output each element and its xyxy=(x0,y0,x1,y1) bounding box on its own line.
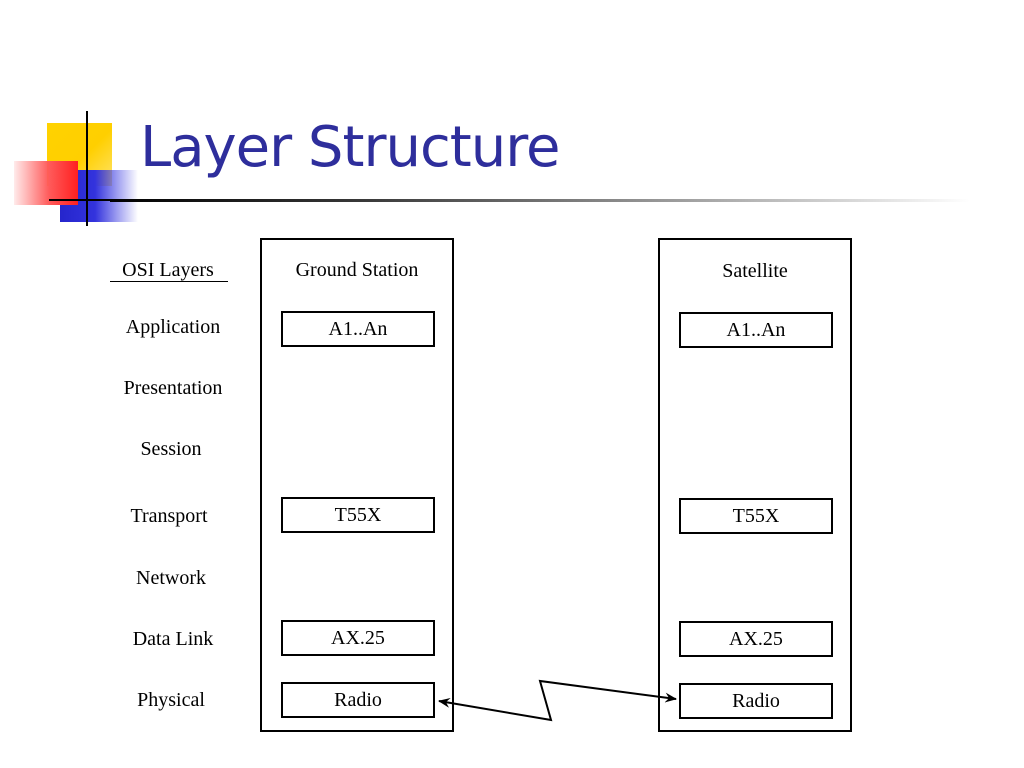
ground-application-box: A1..An xyxy=(281,311,435,347)
osi-layer-transport: Transport xyxy=(130,505,208,527)
slide-title: Layer Structure xyxy=(140,115,560,180)
satellite-title: Satellite xyxy=(722,260,788,282)
satellite-datalink-box: AX.25 xyxy=(679,621,833,657)
osi-layer-presentation: Presentation xyxy=(123,377,223,399)
satellite-application-label: A1..An xyxy=(726,318,786,341)
satellite-panel: Satellite A1..An T55X AX.25 Radio xyxy=(658,238,852,732)
satellite-application-box: A1..An xyxy=(679,312,833,348)
decorative-vertical-line xyxy=(86,111,88,226)
ground-transport-label: T55X xyxy=(334,503,382,526)
ground-datalink-box: AX.25 xyxy=(281,620,435,656)
satellite-transport-label: T55X xyxy=(732,504,780,527)
ground-station-title: Ground Station xyxy=(295,259,419,281)
osi-layer-physical: Physical xyxy=(137,689,205,711)
osi-layers-heading: OSI Layers xyxy=(122,259,214,281)
title-underline-rule xyxy=(110,199,970,202)
ground-application-label: A1..An xyxy=(328,317,388,340)
satellite-physical-box: Radio xyxy=(679,683,833,719)
osi-layer-network: Network xyxy=(136,567,206,589)
radio-link-arrow xyxy=(438,679,677,722)
osi-layer-application: Application xyxy=(125,316,221,338)
satellite-transport-box: T55X xyxy=(679,498,833,534)
satellite-datalink-label: AX.25 xyxy=(729,627,783,650)
decorative-red-square xyxy=(14,161,78,205)
ground-station-panel: Ground Station A1..An T55X AX.25 Radio xyxy=(260,238,454,732)
satellite-physical-label: Radio xyxy=(732,689,780,712)
osi-layer-data-link: Data Link xyxy=(132,628,214,650)
osi-layer-session: Session xyxy=(140,438,202,460)
ground-physical-box: Radio xyxy=(281,682,435,718)
ground-transport-box: T55X xyxy=(281,497,435,533)
osi-heading-underline xyxy=(110,281,228,282)
decorative-horizontal-line xyxy=(49,199,119,201)
ground-physical-label: Radio xyxy=(334,688,382,711)
ground-datalink-label: AX.25 xyxy=(331,626,385,649)
